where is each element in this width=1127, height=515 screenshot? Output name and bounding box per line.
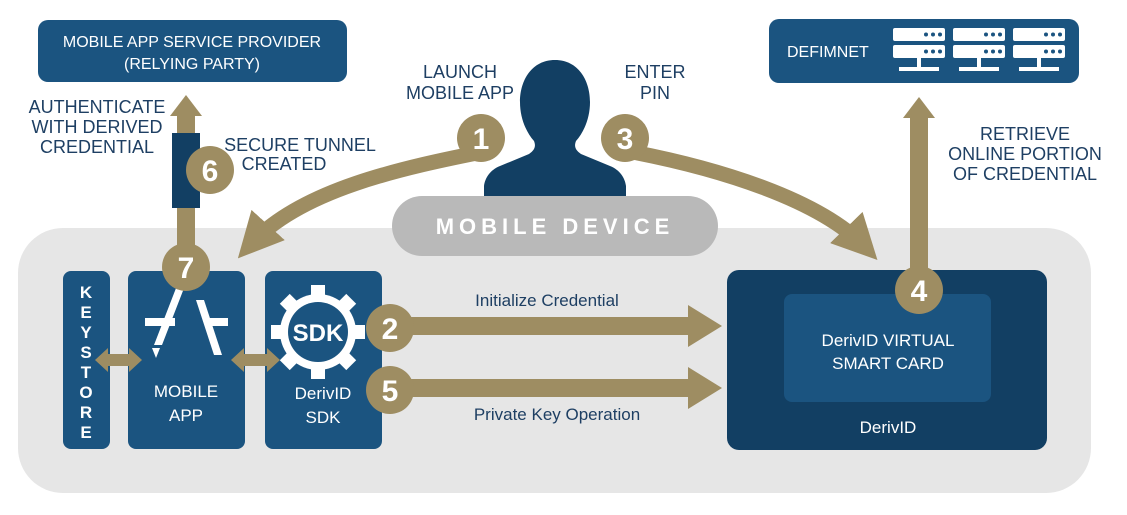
launch-arrow [237, 142, 494, 259]
service-provider-line1: MOBILE APP SERVICE PROVIDER [63, 34, 321, 51]
sdk-badge: SDK [293, 320, 344, 347]
keystore-letter: Y [80, 323, 92, 342]
keystore-app-double-arrow [95, 348, 142, 372]
step-1-number: 1 [473, 123, 490, 156]
step-4-badge [895, 266, 943, 314]
step-6-badge [186, 146, 234, 194]
mobile-app-line1: MOBILE [154, 382, 218, 401]
step-5-number: 5 [382, 375, 399, 408]
sdk-line2: SDK [306, 408, 342, 427]
step-6-number: 6 [202, 155, 219, 188]
step-7-line3: CREDENTIAL [40, 137, 154, 157]
keystore-letter: O [79, 383, 92, 402]
pin-arrow [620, 142, 878, 260]
keystore-letter: E [80, 303, 91, 322]
smart-card-line2: SMART CARD [832, 354, 944, 373]
defimnet-label: DEFIMNET [787, 44, 869, 61]
private-key-shaft [388, 379, 690, 397]
keystore-letter: K [80, 283, 93, 302]
derivid-label: DerivID [860, 418, 917, 437]
server-rack-icon [893, 28, 1065, 71]
mobile-app-box [128, 271, 245, 449]
step-4-line2: ONLINE PORTION [948, 144, 1102, 164]
step-2-label: Initialize Credential [475, 291, 619, 310]
app-sdk-double-arrow [231, 348, 280, 372]
step-5-badge [366, 366, 414, 414]
mobile-app-line2: APP [169, 406, 203, 425]
step-4-line1: RETRIEVE [980, 124, 1070, 144]
keystore-letter: E [80, 423, 91, 442]
step-3-line1: ENTER [624, 62, 685, 82]
step-5-label: Private Key Operation [474, 405, 640, 424]
initialize-arrowhead [688, 305, 722, 347]
user-silhouette-icon [484, 60, 626, 196]
keystore-letter: R [80, 403, 92, 422]
step-7-line2: WITH DERIVED [31, 117, 162, 137]
private-key-arrowhead [688, 367, 722, 409]
step-7-number: 7 [178, 252, 195, 285]
service-provider-line2: (RELYING PARTY) [124, 56, 260, 73]
server-led-dots [924, 32, 1062, 54]
step-2-badge [366, 304, 414, 352]
step-3-badge [601, 114, 649, 162]
keystore-letter: S [80, 343, 91, 362]
step-4-line3: OF CREDENTIAL [953, 164, 1097, 184]
step-6-line1: SECURE TUNNEL [224, 135, 376, 155]
initialize-shaft [388, 317, 690, 335]
retrieve-arrowhead [903, 97, 935, 118]
retrieve-shaft [910, 115, 928, 285]
step-1-line2: MOBILE APP [406, 83, 514, 103]
keystore-letters: K E Y S T O R E [79, 283, 92, 442]
step-7-badge [162, 243, 210, 291]
service-provider-box [38, 20, 347, 82]
provider-arrowhead [170, 95, 202, 116]
mobile-device-label: MOBILE DEVICE [436, 214, 675, 239]
sdk-line1: DerivID [295, 384, 352, 403]
step-6-line2: CREATED [242, 154, 327, 174]
step-3-line2: PIN [640, 83, 670, 103]
step-1-line1: LAUNCH [423, 62, 497, 82]
keystore-letter: T [81, 363, 92, 382]
virtual-smart-card-box [784, 294, 991, 402]
step-4-number: 4 [911, 275, 928, 308]
step-1-badge [457, 114, 505, 162]
step-3-number: 3 [617, 123, 634, 156]
smart-card-line1: DerivID VIRTUAL [822, 331, 955, 350]
app-store-icon [145, 283, 228, 358]
gear-icon [271, 285, 365, 379]
step-2-number: 2 [382, 313, 399, 346]
keystore-box [63, 271, 110, 449]
step-7-line1: AUTHENTICATE [29, 97, 166, 117]
mobile-device-pill [392, 196, 718, 256]
